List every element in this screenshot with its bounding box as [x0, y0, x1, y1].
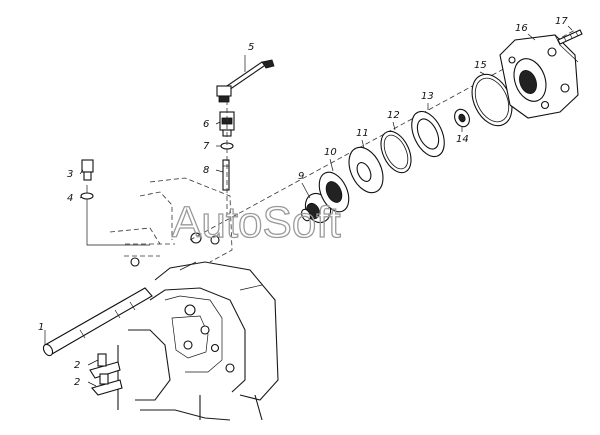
callout-labels: 1 2 2 3 4 5 6 7 8 9 10 11 12 13 14 15 16… [38, 16, 568, 388]
bolt-part [557, 29, 583, 45]
shaft-part [42, 287, 153, 357]
callout-17: 17 [555, 16, 568, 27]
nut-part [454, 108, 470, 128]
callout-5: 5 [248, 42, 254, 53]
callout-4: 4 [67, 193, 73, 204]
washer-part [80, 192, 94, 200]
callout-2: 2 [74, 360, 80, 371]
leader-3-4 [86, 185, 150, 246]
pin-part [222, 159, 230, 191]
diaphragm-part [348, 146, 384, 194]
washer-plate-part [411, 110, 445, 158]
callout-10: 10 [324, 147, 337, 158]
callout-13: 13 [421, 91, 434, 102]
ring-part [380, 130, 412, 174]
callout-3: 3 [67, 169, 73, 180]
callout-9: 9 [298, 171, 304, 182]
sensor-part [216, 55, 275, 103]
callout-8: 8 [203, 165, 209, 176]
callout-14: 14 [456, 134, 469, 145]
axis-line-diagonal [189, 29, 576, 241]
callout-16: 16 [515, 23, 528, 34]
callout-6: 6 [203, 119, 209, 130]
plate-part [318, 171, 350, 213]
callout-11: 11 [356, 128, 369, 139]
plug-part [81, 159, 94, 181]
cover-part [499, 34, 579, 119]
callout-leaders [79, 25, 573, 387]
bracket-parts [89, 353, 123, 396]
callout-15: 15 [474, 60, 487, 71]
callout-1: 1 [38, 322, 44, 333]
callout-2: 2 [74, 377, 80, 388]
watermark-text: AutoSoft [172, 198, 341, 247]
large-oring-part [471, 73, 513, 127]
callout-12: 12 [387, 110, 400, 121]
transmission-housing [109, 177, 279, 421]
callout-7: 7 [203, 141, 210, 152]
